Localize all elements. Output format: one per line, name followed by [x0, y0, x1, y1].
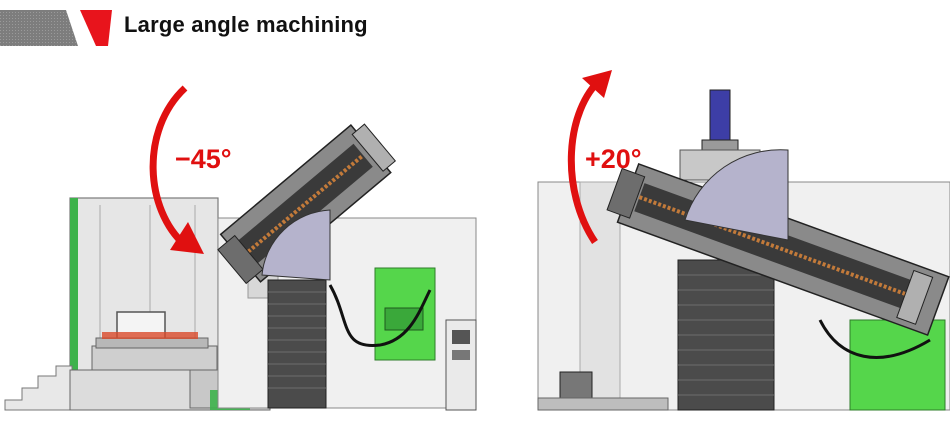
header-stripe-logo — [0, 10, 112, 46]
angle-label-plus-20: +20° — [585, 144, 642, 174]
machine-illustration-right — [537, 70, 950, 411]
angle-label-minus-45: −45° — [175, 144, 232, 174]
slide-header: Large angle machining — [0, 0, 950, 56]
machine-illustration-left — [4, 85, 477, 411]
green-trim — [70, 198, 78, 398]
rotate-clockwise-arrow-icon — [567, 75, 605, 244]
rotate-counterclockwise-arrow-icon — [149, 85, 188, 248]
page-title: Large angle machining — [124, 12, 368, 37]
